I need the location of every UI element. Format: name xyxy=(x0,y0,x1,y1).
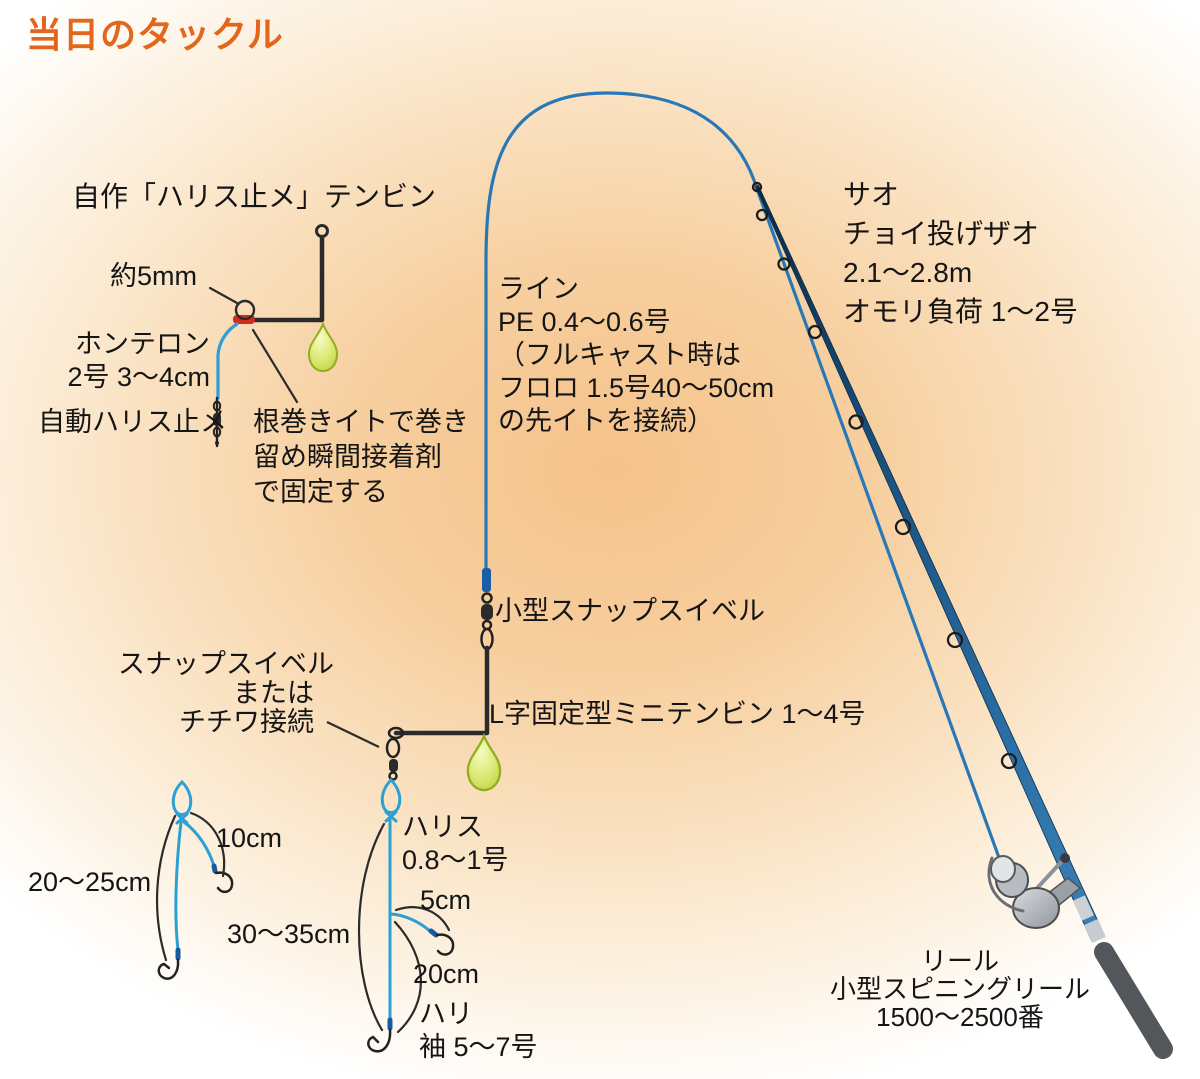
reel-handle-knob-icon xyxy=(1060,853,1070,863)
callout-circle xyxy=(234,299,256,321)
small-snap-swivel-label: 小型スナップスイベル xyxy=(495,596,765,626)
harisu-line-2: 0.8〜1号 xyxy=(402,845,509,875)
honteron-line xyxy=(216,322,239,400)
fish-hook-icon xyxy=(367,933,455,1053)
rod-tip-guide-icon xyxy=(751,181,763,193)
harisu-branch-line xyxy=(389,912,433,934)
arm-swivel-icon xyxy=(385,726,405,781)
auto-stop-swivel-icon xyxy=(212,396,222,448)
reel-spec-label: リール 小型スピニングリール 1500〜2500番 xyxy=(828,947,1092,1031)
line-spec-1: ライン xyxy=(498,274,579,304)
hook-spec-1: ハリ xyxy=(419,999,473,1029)
teardrop-sinker-icon xyxy=(308,323,338,372)
reel-spec-2: 小型スピニングリール xyxy=(829,974,1090,1004)
line-spec-label: ライン PE 0.4〜0.6号 （フルキャスト時は フロロ 1.5号40〜50c… xyxy=(498,273,774,438)
reel-spool-icon xyxy=(990,855,1016,883)
whipping-note-label: 根巻きイトで巻き 留め瞬間接着剤 で固定する xyxy=(253,405,469,510)
ferrule-band-icon xyxy=(1084,918,1106,944)
line-spec-4: フロロ 1.5号40〜50cm xyxy=(498,373,775,403)
auto-harisu-stop-label: 自動ハリス止メ xyxy=(38,407,227,437)
whipping-line-2: 留め瞬間接着剤 xyxy=(253,442,442,472)
chichiwa-loop-icon xyxy=(171,779,193,816)
connection-label: スナップスイベル または チチワ接続 xyxy=(118,649,334,737)
honteron-label: ホンテロン 2号 3〜4cm xyxy=(38,328,210,394)
line-spec-3: （フルキャスト時は xyxy=(498,340,741,370)
rod-spec-label: サオ チョイ投げザオ 2.1〜2.8m オモリ負荷 1〜2号 xyxy=(843,175,1078,331)
casting-rod-icon xyxy=(751,181,1173,1059)
line-spec-2: PE 0.4〜0.6号 xyxy=(498,307,671,337)
honteron-line-1: ホンテロン xyxy=(75,329,210,359)
rod-spec-3: 2.1〜2.8m xyxy=(843,257,973,288)
chichiwa-loop-icon xyxy=(380,777,402,814)
approx-5mm-label: 約5mm xyxy=(110,261,197,291)
harisu-rig xyxy=(358,777,455,1053)
alt-branch-line xyxy=(182,820,216,868)
harisu-label: ハリス 0.8〜1号 xyxy=(402,811,509,877)
hook-spec-2: 袖 5〜7号 xyxy=(419,1032,538,1062)
connection-line-2: または xyxy=(233,678,314,708)
fish-hook-icon xyxy=(157,871,234,980)
connection-line-1: スナップスイベル xyxy=(118,649,334,679)
teardrop-sinker-icon xyxy=(466,734,502,792)
reel-spec-1: リール xyxy=(920,946,999,976)
alt-rig xyxy=(156,779,234,980)
measure-brackets xyxy=(156,811,226,962)
measure-brackets xyxy=(358,822,451,1034)
harisu-line-1: ハリス xyxy=(402,812,483,842)
reel-seat-band-icon xyxy=(1073,895,1094,921)
spinning-reel-icon xyxy=(987,853,1082,929)
whipping-pointer-line xyxy=(251,328,299,404)
approx5mm-pointer-line xyxy=(208,286,239,305)
rod-spec-4: オモリ負荷 1〜2号 xyxy=(843,296,1078,327)
measure-30-35cm-label: 30〜35cm xyxy=(227,919,351,949)
alt-main-line xyxy=(174,820,183,952)
rod-spec-2: チョイ投げザオ xyxy=(843,218,1040,249)
hook-spec-label: ハリ 袖 5〜7号 xyxy=(419,998,538,1064)
connection-line-3: チチワ接続 xyxy=(179,707,314,737)
line-spec-5: の先イトを接続） xyxy=(498,406,714,436)
whipping-line-1: 根巻きイトで巻き xyxy=(253,407,469,437)
main-line xyxy=(484,91,1004,868)
measure-20cm-label: 20cm xyxy=(413,959,480,989)
reel-bail-icon xyxy=(987,856,1025,913)
l-tenbin-label: L字固定型ミニテンビン 1〜4号 xyxy=(489,699,866,729)
rod-spec-1: サオ xyxy=(843,179,900,210)
connection-pointer-line xyxy=(326,721,380,748)
l-tenbin-icon xyxy=(326,645,502,792)
honteron-line-2: 2号 3〜4cm xyxy=(67,362,210,392)
rod-grip-icon xyxy=(1094,942,1173,1059)
snap-swivel-icon xyxy=(480,568,494,651)
measure-20-25cm-label: 20〜25cm xyxy=(28,867,152,897)
line-sleeve-icon xyxy=(482,568,491,592)
page-title: 当日のタックル xyxy=(26,14,284,55)
homemade-tenbin-label: 自作「ハリス止メ」テンビン xyxy=(72,181,437,212)
rod-guides-icon xyxy=(755,208,1018,770)
whipping-line-3: で固定する xyxy=(253,477,388,507)
measure-10cm-label: 10cm xyxy=(216,823,283,853)
reel-spec-3: 1500〜2500番 xyxy=(876,1002,1044,1032)
measure-5cm-label: 5cm xyxy=(420,885,472,915)
homemade-tenbin-icon xyxy=(208,224,338,448)
